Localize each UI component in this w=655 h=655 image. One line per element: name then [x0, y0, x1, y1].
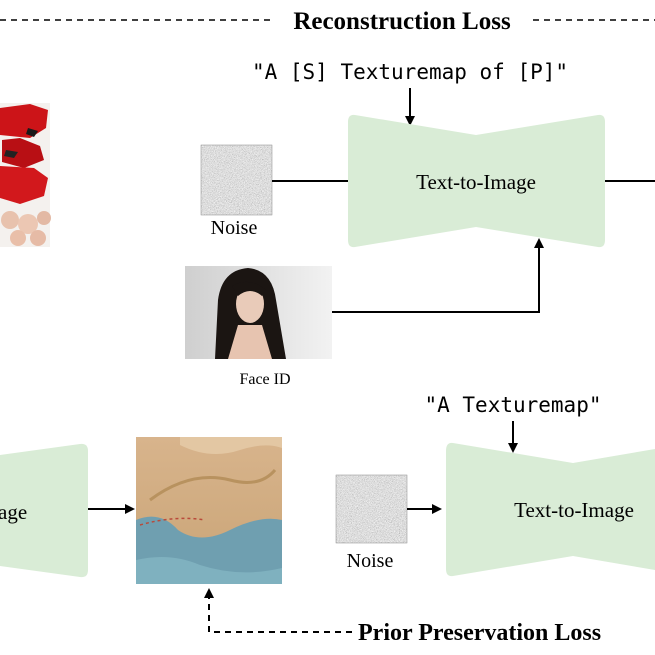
top-text-to-image-model [348, 114, 605, 248]
bottom-model-label: Text-to-Image [514, 498, 634, 522]
reconstruction-loss-label: Reconstruction Loss [293, 8, 511, 35]
top-model-label: Text-to-Image [416, 170, 536, 194]
bottom-noise-label: Noise [347, 550, 394, 572]
top-noise-image [201, 145, 272, 215]
top-noise-label: Noise [211, 217, 258, 239]
bottom-text-to-image-model [446, 442, 655, 577]
bottom-noise-image [336, 475, 407, 543]
bottom-prompt: "A Texturemap" [424, 393, 601, 417]
face-id-label: Face ID [239, 371, 290, 388]
prior-preservation-dashed-arrow [204, 588, 352, 633]
left-model-partial-label: age [0, 500, 27, 524]
face-id-connector [332, 238, 544, 313]
texture-map-image [0, 103, 51, 247]
left-text-to-image-model-partial [0, 443, 88, 578]
generated-texture-map-image [136, 437, 282, 584]
face-id-image [185, 266, 332, 359]
prior-preservation-loss-label: Prior Preservation Loss [358, 620, 601, 646]
top-prompt: "A [S] Texturemap of [P]" [252, 60, 568, 84]
